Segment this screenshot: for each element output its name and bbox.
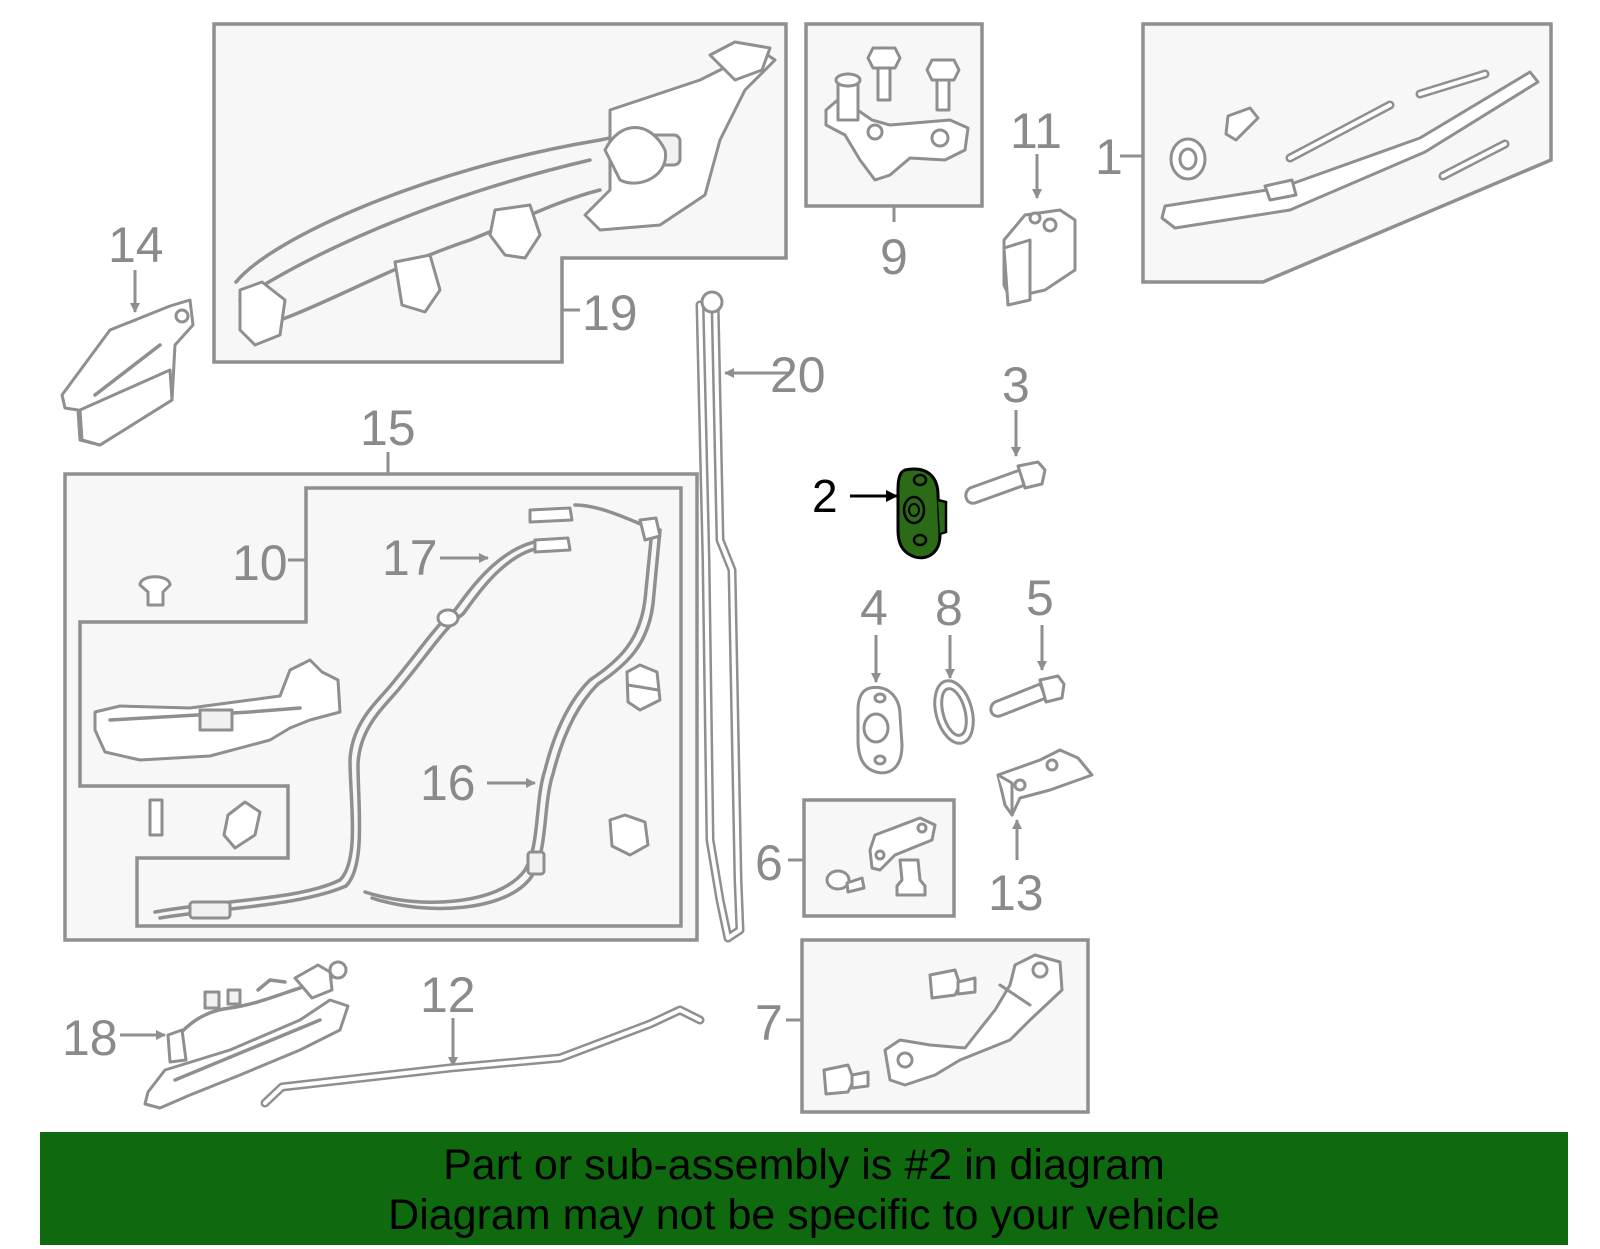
callout-5: 5 xyxy=(1026,570,1054,626)
callout-9: 9 xyxy=(880,229,908,285)
part-14: 14 xyxy=(60,217,195,447)
part-11: 11 xyxy=(1002,103,1077,307)
callout-10: 10 xyxy=(232,535,288,591)
callout-16: 16 xyxy=(420,755,476,811)
info-banner: Part or sub-assembly is #2 in diagram Di… xyxy=(40,1132,1568,1245)
callout-3: 3 xyxy=(1002,357,1030,413)
callout-14: 14 xyxy=(108,217,164,273)
part-3: 3 xyxy=(964,357,1047,505)
part-18: 18 xyxy=(62,960,350,1110)
box-1: 1 xyxy=(1095,22,1553,284)
callout-11: 11 xyxy=(1010,103,1062,159)
callout-8: 8 xyxy=(935,580,963,636)
box-6: 6 xyxy=(755,798,956,918)
callout-7: 7 xyxy=(755,995,783,1051)
part-2-highlighted[interactable]: 2 xyxy=(812,467,948,560)
part-8: 8 xyxy=(933,580,975,745)
part-4: 4 xyxy=(856,580,904,775)
callout-6: 6 xyxy=(755,835,783,891)
callout-13: 13 xyxy=(988,865,1044,921)
callout-17: 17 xyxy=(382,530,438,586)
callout-18: 18 xyxy=(62,1010,118,1066)
callout-19: 19 xyxy=(582,285,638,341)
banner-line-1: Part or sub-assembly is #2 in diagram xyxy=(443,1141,1165,1189)
part-13: 13 xyxy=(988,748,1094,921)
callout-4: 4 xyxy=(860,580,888,636)
box-9: 9 xyxy=(804,22,984,285)
callout-1: 1 xyxy=(1095,129,1123,185)
callout-2: 2 xyxy=(812,470,838,522)
callout-20: 20 xyxy=(770,347,826,403)
callout-15: 15 xyxy=(360,400,416,456)
box-7: 7 xyxy=(755,938,1090,1114)
box-19: 19 xyxy=(212,22,788,364)
part-20: 20 xyxy=(695,290,826,943)
part-12: 12 xyxy=(260,967,705,1108)
part-5: 5 xyxy=(989,570,1066,718)
box-15: 15 10 16 17 xyxy=(63,400,699,942)
callout-12: 12 xyxy=(420,967,476,1023)
banner-line-2: Diagram may not be specific to your vehi… xyxy=(388,1191,1220,1239)
